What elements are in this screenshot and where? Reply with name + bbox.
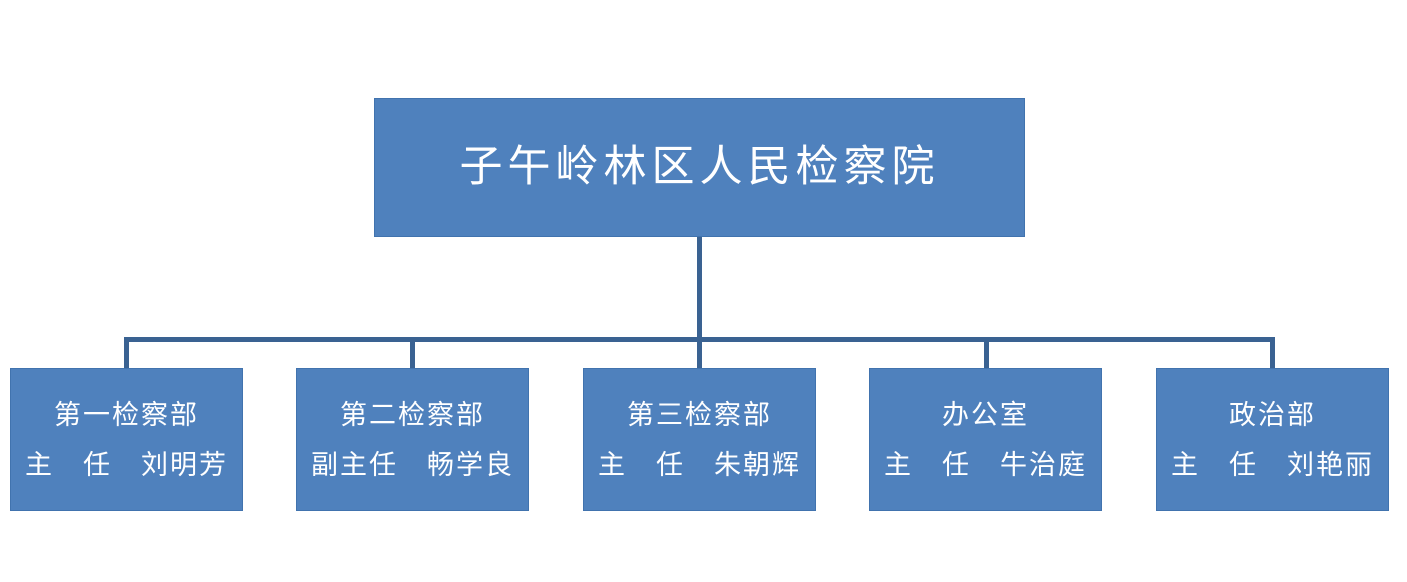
root-title: 子午岭林区人民检察院 <box>459 143 940 191</box>
connector-stub-3 <box>697 337 702 368</box>
connector-stub-1 <box>124 337 129 368</box>
dept-name: 办公室 <box>942 399 1029 430</box>
dept-name: 政治部 <box>1229 399 1316 430</box>
dept-head: 主 任 刘明芳 <box>25 449 228 480</box>
connector-stub-5 <box>1270 337 1275 368</box>
dept-name: 第二检察部 <box>340 399 485 430</box>
dept-name: 第三检察部 <box>627 399 772 430</box>
org-node-dept-2: 第二检察部 副主任 畅学良 <box>296 368 529 511</box>
dept-head: 副主任 畅学良 <box>311 449 514 480</box>
dept-head: 主 任 牛治庭 <box>884 449 1087 480</box>
dept-head: 主 任 刘艳丽 <box>1171 449 1374 480</box>
dept-head: 主 任 朱朝辉 <box>598 449 801 480</box>
org-node-root: 子午岭林区人民检察院 <box>374 98 1025 237</box>
org-node-dept-5: 政治部 主 任 刘艳丽 <box>1156 368 1389 511</box>
org-node-dept-3: 第三检察部 主 任 朱朝辉 <box>583 368 816 511</box>
org-node-dept-4: 办公室 主 任 牛治庭 <box>869 368 1102 511</box>
org-node-dept-1: 第一检察部 主 任 刘明芳 <box>10 368 243 511</box>
connector-stub-2 <box>410 337 415 368</box>
connector-stub-4 <box>984 337 989 368</box>
connector-trunk <box>697 237 702 368</box>
dept-name: 第一检察部 <box>54 399 199 430</box>
